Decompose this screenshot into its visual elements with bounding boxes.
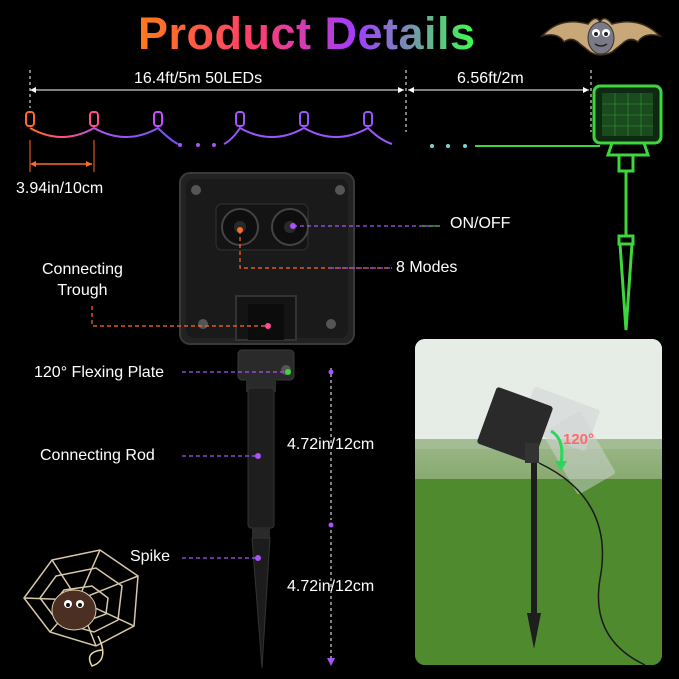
- led-spacing-label: 3.94in/10cm: [16, 180, 104, 197]
- spider-icon: [51, 589, 104, 667]
- string-length-label: 16.4ft/5m 50LEDs: [134, 70, 263, 87]
- spike-label: Spike: [130, 548, 171, 565]
- upper-height-label: 4.72in/12cm: [287, 436, 375, 453]
- led-bulb: [25, 111, 35, 127]
- solar-panel-icon: [592, 84, 663, 331]
- connecting-trough-label: Connecting Trough: [42, 261, 123, 299]
- flexing-plate-label: 120° Flexing Plate: [34, 364, 165, 381]
- connecting-rod-label: Connecting Rod: [40, 447, 155, 464]
- spacing-dimension: [29, 140, 95, 172]
- product-photo: 120°: [415, 339, 662, 665]
- angle-label: 120°: [563, 431, 595, 448]
- callout-lines: [91, 223, 440, 561]
- led-bulb: [153, 111, 163, 127]
- led-bulb: [89, 111, 99, 127]
- led-bulb: [299, 111, 309, 127]
- bat-icon: [539, 17, 663, 56]
- stake-assembly: [237, 349, 295, 669]
- lower-height-label: 4.72in/12cm: [287, 578, 375, 595]
- page-title: Product Details: [138, 8, 476, 59]
- lead-wire-length-label: 6.56ft/2m: [457, 70, 524, 87]
- mode-button: [271, 208, 309, 246]
- length-dimension: [29, 70, 592, 132]
- led-bulb: [235, 111, 245, 127]
- on-off-label: ON/OFF: [450, 215, 511, 232]
- led-string: [25, 111, 600, 148]
- control-box: [179, 172, 355, 345]
- led-bulb: [363, 111, 373, 127]
- modes-label: 8 Modes: [396, 259, 458, 276]
- height-dimension: [327, 368, 335, 666]
